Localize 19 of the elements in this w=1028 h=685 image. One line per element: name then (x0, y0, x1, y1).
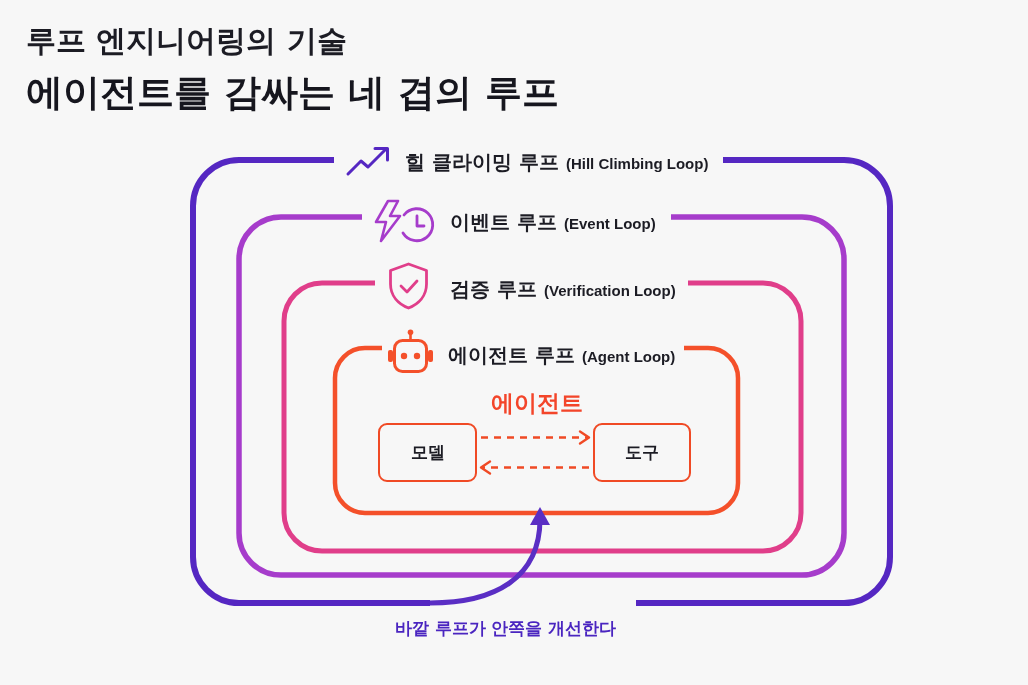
loop-frame (332, 327, 741, 516)
component-box: 도구 (593, 423, 691, 482)
curved-arrow (429, 507, 550, 606)
loop-subtitle: (Agent Loop) (581, 348, 676, 365)
loop-subtitle: (Verification Loop) (543, 282, 676, 299)
loop-title: 검증 루프 (450, 277, 537, 301)
loop-title: 이벤트 루프 (450, 210, 557, 234)
page-title: 에이전트를 감싸는 네 겹의 루프 (26, 71, 559, 116)
loop-title: 에이전트 루프 (448, 343, 575, 367)
loop-frame (281, 260, 804, 554)
note-text: 바깥 루프가 안쪽을 개선한다 (395, 619, 617, 639)
loop-title: 힐 클라이밍 루프 (405, 150, 559, 174)
series-title: 루프 엔지니어링의 기술 (26, 23, 347, 59)
loop-subtitle: (Hill Climbing Loop) (565, 155, 709, 172)
dashed-arrow (481, 430, 591, 445)
group-heading: 에이전트 (491, 389, 583, 418)
loop-subtitle: (Event Loop) (563, 215, 656, 232)
component-box: 모델 (378, 423, 477, 482)
dashed-arrow (479, 460, 589, 475)
